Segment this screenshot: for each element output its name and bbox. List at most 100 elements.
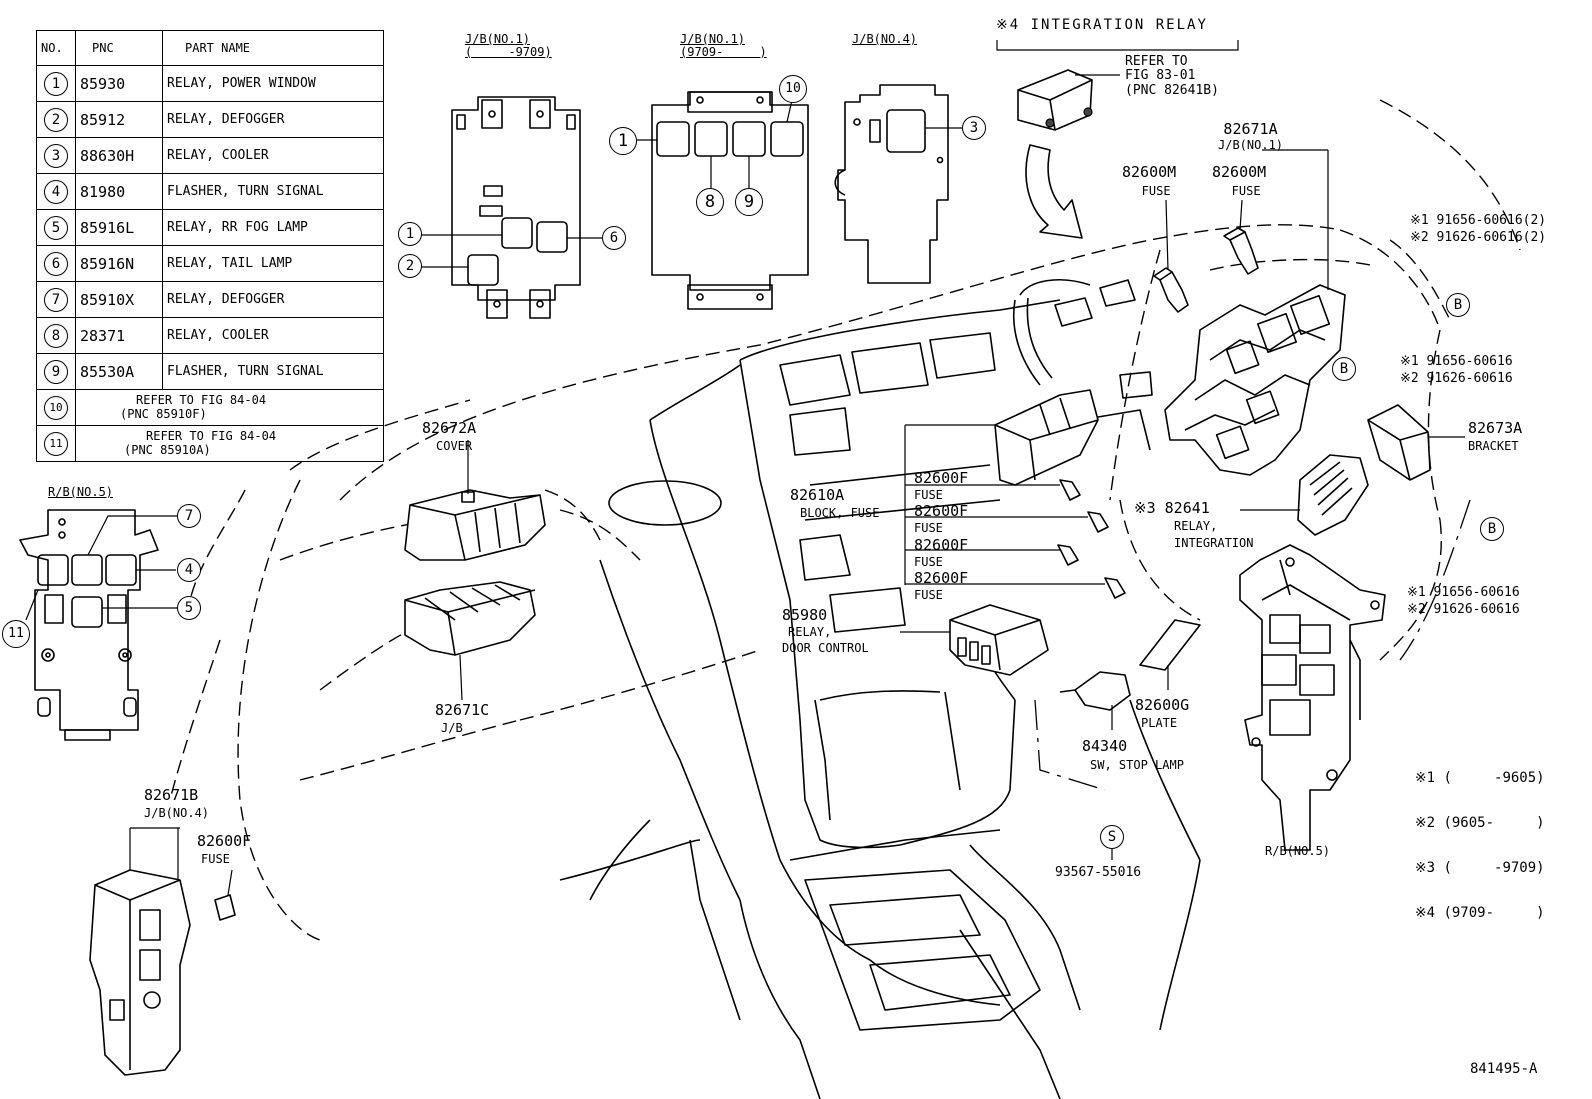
pnc: 82673A (1468, 419, 1523, 437)
legend-line-3: ※3 ( -9709) (1414, 859, 1545, 876)
jb1-old-line1: J/B(NO.1) (465, 32, 531, 46)
pnc: 85980 (782, 606, 828, 624)
ref-line1: REFER TO (1125, 54, 1188, 69)
pnc: ※3 82641 (1134, 499, 1210, 517)
pnc-cell: 85530A (75, 353, 163, 390)
part-name-cell: RELAY, POWER WINDOW (162, 65, 384, 102)
rb5-bottom-part (1239, 544, 1386, 851)
pnc: 82671B (144, 786, 199, 804)
bolt-line2: ※2 91626-60616 (1400, 370, 1513, 386)
jb4-title: J/B(NO.4) (852, 32, 918, 46)
pnc: 82672A (422, 419, 477, 437)
pnc: 82600G (1135, 696, 1190, 714)
pnc-cell: 85930 (75, 65, 163, 102)
name: J/B(NO.1) (1218, 137, 1284, 152)
callout-b-top: B (1446, 293, 1470, 317)
item-number: 4 (44, 179, 68, 204)
part-name-cell: FLASHER, TURN SIGNAL (162, 173, 384, 210)
callout-10: 10 (779, 75, 807, 103)
jb1-old-line2: ( -9709) (465, 44, 552, 59)
name: FUSE (914, 521, 943, 535)
rb5-top-block (19, 509, 178, 741)
bolt-line1: ※1 91656-60616(2) (1410, 213, 1547, 228)
legend-line-4: ※4 (9709- ) (1414, 904, 1545, 921)
pnc: 82600M (1212, 163, 1267, 181)
name: SW, STOP LAMP (1090, 757, 1184, 772)
name: FUSE (201, 851, 230, 866)
table-header-row: NO. PNC PART NAME (36, 30, 384, 66)
item-number: 8 (44, 323, 68, 348)
applicability-legend: ※1 ( -9605) ※2 (9605- ) ※3 ( -9709) ※4 (… (1398, 745, 1545, 924)
part-name-cell: RELAY, COOLER (162, 317, 384, 354)
rb5-top-title: R/B(NO.5) (48, 485, 114, 499)
header-pnc: PNC (75, 30, 163, 66)
jb4-block (834, 84, 962, 284)
door-control-relay-part (900, 604, 1201, 791)
callout-b-low: B (1480, 517, 1504, 541)
name2: DOOR CONTROL (782, 641, 869, 655)
name: J/B(NO.4) (144, 805, 210, 820)
name: FUSE (1231, 183, 1261, 198)
part-name-cell: RELAY, DEFOGGER (162, 281, 384, 318)
name: FUSE (914, 488, 943, 502)
callout-1: 1 (609, 127, 637, 155)
bolt-line2: ※2 91626-60616 (1407, 601, 1520, 617)
bolt-line1: ※1 91656-60616 (1400, 354, 1513, 369)
callout-1: 1 (398, 222, 422, 246)
integration-relay-part (996, 40, 1239, 239)
pnc: 82610A (790, 486, 845, 504)
name: PLATE (1141, 715, 1178, 730)
part-name-cell: RELAY, TAIL LAMP (162, 245, 384, 282)
name: BRACKET (1468, 438, 1519, 453)
part-name-cell: RELAY, RR FOG LAMP (162, 209, 384, 246)
callout-4: 4 (177, 558, 201, 582)
legend-line-2: ※2 (9605- ) (1414, 815, 1545, 832)
reference-cell: REFER TO FIG 84-04(PNC 85910A) (75, 425, 384, 462)
bolt-spec-top: ※1 91656-60616(2)※2 91626-60616(2) (1410, 213, 1546, 247)
callout-7: 7 (177, 504, 201, 528)
pnc: 82600F (914, 536, 969, 554)
pnc: 82671C (435, 701, 490, 719)
item-number: 10 (44, 395, 68, 420)
pnc-cell: 88630H (75, 137, 163, 174)
ref-line3: (PNC 82641B) (1125, 82, 1219, 98)
dash-panel-lines (544, 299, 1201, 1099)
pnc-cell: 85916L (75, 209, 163, 246)
bolt-line1: ※1 91656-60616 (1407, 585, 1520, 600)
part-name-cell: RELAY, DEFOGGER (162, 101, 384, 138)
item-number: 3 (44, 143, 68, 168)
header-part-name: PART NAME (162, 30, 384, 66)
pnc: 82671A (1223, 120, 1278, 138)
name1: RELAY, (1174, 518, 1218, 533)
label-82600M-right: 82600M FUSE (1212, 163, 1266, 198)
pnc-cell: 85916N (75, 245, 163, 282)
callout-3: 3 (962, 116, 986, 140)
figure-code: 841495-A (1470, 1061, 1538, 1077)
label-93567: 93567-55016 (1055, 865, 1142, 880)
ref-line2: FIG 83-01 (1125, 68, 1196, 84)
